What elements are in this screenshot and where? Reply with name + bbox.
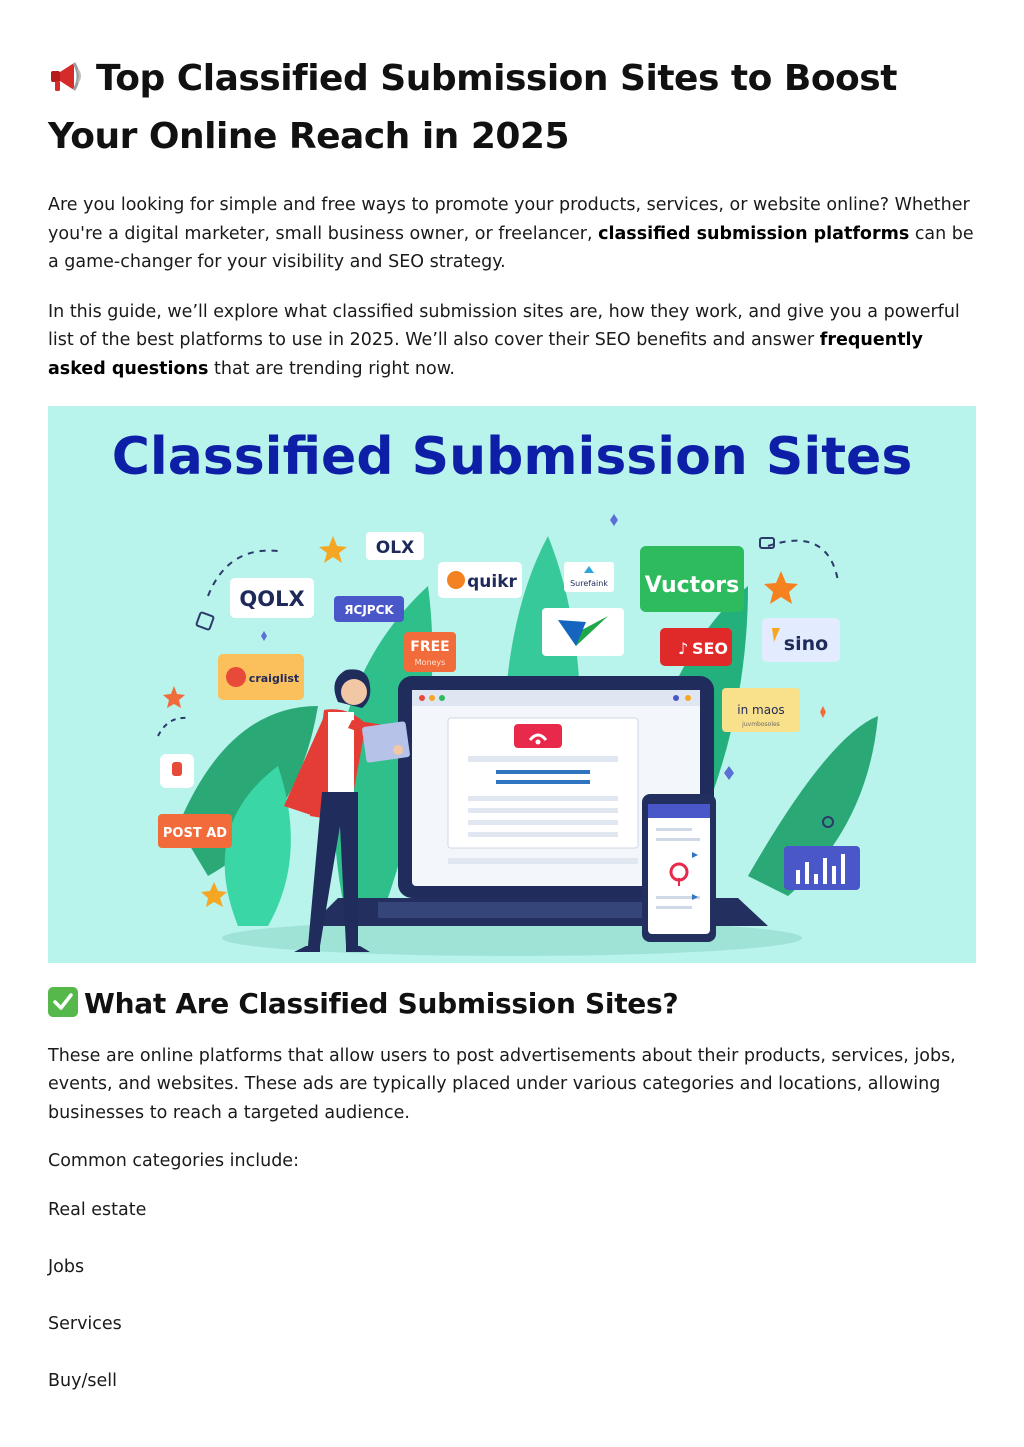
svg-text:ЯСJPCK: ЯСJPCK <box>344 603 394 617</box>
hero-illustration: Classified Submission Sites <box>48 405 976 963</box>
svg-text:Surefaink: Surefaink <box>570 579 608 588</box>
intro-emphasis: classified submission platforms <box>598 223 910 244</box>
list-item: Real estate <box>48 1199 147 1220</box>
person-illustration <box>284 668 410 952</box>
svg-text:♪: ♪ <box>678 639 688 658</box>
bar-chart-card <box>784 845 860 890</box>
svg-text:FREE: FREE <box>410 639 449 655</box>
inmaos-logo-card: in maos juvmbosoles <box>722 687 800 732</box>
sino-logo-card: sino <box>762 617 840 662</box>
svg-text:POST AD: POST AD <box>163 826 227 841</box>
svg-text:sino: sino <box>784 633 828 655</box>
guide-paragraph: In this guide, we’ll explore what classi… <box>48 301 960 379</box>
check-mark-icon <box>48 986 78 1017</box>
svg-text:juvmbosoles: juvmbosoles <box>741 721 780 728</box>
job-logo-card: ЯСJPCK <box>334 595 404 622</box>
svg-text:quikr: quikr <box>467 572 517 592</box>
intro-paragraph: Are you looking for simple and free ways… <box>48 195 974 273</box>
svg-text:OLX: OLX <box>376 538 414 558</box>
quikr-logo-card: quikr <box>438 561 522 598</box>
free-badge-card: FREE Moneys <box>404 631 456 672</box>
article-title: Top Classified Submission Sites to Boost… <box>48 52 976 164</box>
vuctors-logo-card: Vuctors <box>640 545 744 612</box>
surefaink-logo-card: Surefaink <box>564 561 614 592</box>
olx-logo-card: OLX <box>366 531 424 560</box>
section-heading: What Are Classified Submission Sites? <box>48 985 976 1023</box>
section-description: These are online platforms that allow us… <box>48 1045 956 1123</box>
laptop-illustration <box>310 675 768 926</box>
svg-text:in maos: in maos <box>737 703 784 717</box>
hero-heading: Classified Submission Sites <box>112 427 913 487</box>
phone-illustration <box>642 793 716 942</box>
post-ad-badge: POST AD <box>158 813 232 848</box>
list-item: Buy/sell <box>48 1370 117 1391</box>
svg-text:QOLX: QOLX <box>239 587 304 611</box>
v-logo-card <box>542 607 624 656</box>
article-title-text: Top Classified Submission Sites to Boost… <box>48 58 897 157</box>
categories-intro: Common categories include: <box>48 1151 299 1172</box>
section-heading-text: What Are Classified Submission Sites? <box>84 986 679 1020</box>
seo-logo-card: ♪ SEO <box>660 627 732 666</box>
pin-card <box>160 753 194 788</box>
megaphone-icon <box>48 56 88 110</box>
svg-text:Vuctors: Vuctors <box>645 573 740 598</box>
categories-list: Real estate Jobs Services Buy/sell <box>48 1196 976 1395</box>
svg-text:craiglist: craiglist <box>249 672 299 685</box>
qolx-logo-card: QOLX <box>230 577 314 618</box>
craiglist-logo-card: craiglist <box>218 653 304 700</box>
svg-text:SEO: SEO <box>692 639 728 658</box>
guide-emphasis: frequently asked questions <box>48 330 923 379</box>
svg-text:Moneys: Moneys <box>415 658 446 667</box>
list-item: Services <box>48 1313 122 1334</box>
list-item: Jobs <box>48 1256 85 1277</box>
